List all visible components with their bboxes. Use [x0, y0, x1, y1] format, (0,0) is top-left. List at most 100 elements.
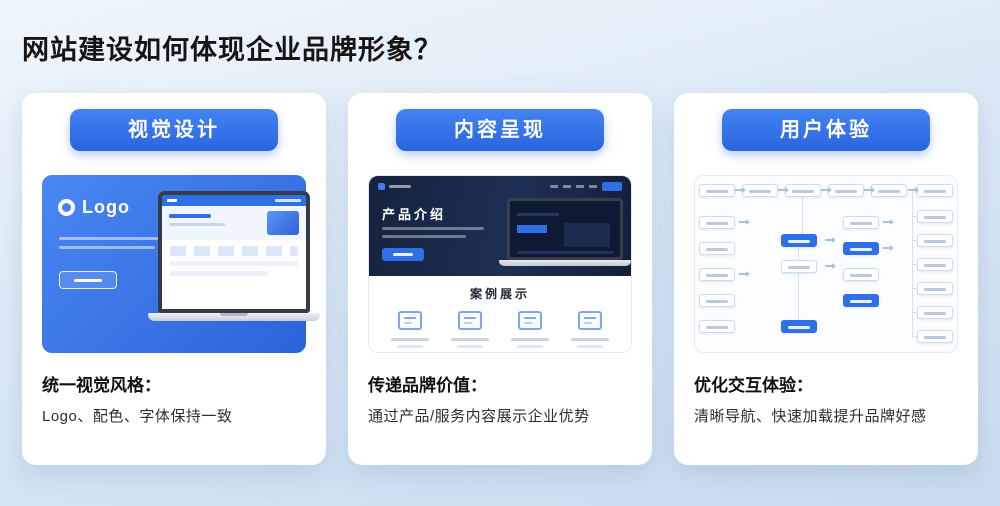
card-header-visual-design: 视觉设计 [70, 109, 278, 151]
brand-lockup: Logo [58, 197, 130, 218]
text-line [517, 345, 543, 348]
flow-node [828, 184, 864, 197]
text-line [451, 338, 489, 341]
mock-feature-icons [170, 246, 298, 256]
mock-logo-dot [378, 183, 385, 190]
flow-node-highlight [781, 320, 817, 333]
laptop-mockup [499, 198, 631, 266]
mock-navbar [369, 176, 631, 191]
text-line [391, 338, 429, 341]
text-line [169, 223, 225, 226]
case-document-icon [458, 311, 482, 330]
cases-section: 案例展示 [369, 276, 631, 348]
flow-connector [912, 288, 917, 289]
flow-node [917, 282, 953, 295]
laptop-mockup [148, 191, 320, 321]
flow-node [917, 210, 953, 223]
sitemap-flowchart [694, 175, 958, 353]
flow-node [843, 268, 879, 281]
text-line [382, 227, 484, 230]
text-line [577, 345, 603, 348]
mock-menu-links [550, 185, 598, 188]
laptop-base [499, 260, 631, 266]
case-document-icon [578, 311, 602, 330]
flow-node [785, 184, 821, 197]
flow-node [699, 268, 735, 281]
case-item [565, 311, 615, 348]
flow-connector [912, 336, 917, 337]
arrow-right-icon [739, 271, 750, 277]
case-document-icon [518, 311, 542, 330]
caption-title: 统一视觉风格： [42, 376, 161, 395]
card-header-content-presentation: 内容呈现 [396, 109, 604, 151]
arrow-right-icon [908, 187, 919, 193]
flow-node-highlight [781, 234, 817, 247]
caption-title: 传递品牌价值： [368, 376, 487, 395]
case-item [385, 311, 435, 348]
text-line [170, 271, 268, 276]
card-user-experience: 用户体验 [674, 93, 978, 465]
flow-node [699, 184, 735, 197]
text-line [389, 185, 411, 188]
flow-node [742, 184, 778, 197]
text-line [382, 235, 466, 238]
text-line [169, 214, 211, 218]
flow-connector [912, 264, 917, 265]
card-content-presentation: 内容呈现 产品介绍 案例展示 [348, 93, 652, 465]
mock-nav-button [602, 182, 622, 191]
arrow-right-icon [883, 245, 894, 251]
flow-node [699, 216, 735, 229]
card-visual-design: 视觉设计 Logo [22, 93, 326, 465]
flow-node [917, 306, 953, 319]
flow-node-highlight [843, 294, 879, 307]
flow-node [917, 184, 953, 197]
text-line [170, 261, 298, 266]
flow-connector [912, 216, 917, 217]
mock-dark-hero: 产品介绍 [369, 176, 631, 276]
flow-connector [802, 197, 803, 234]
flow-node [699, 294, 735, 307]
text-line [397, 345, 423, 348]
mock-hero [162, 206, 306, 240]
mock-cta-button [382, 248, 424, 261]
case-item [445, 311, 495, 348]
visual-design-preview: Logo [42, 175, 320, 353]
hero-title: 产品介绍 [382, 207, 447, 222]
text-line [457, 345, 483, 348]
flow-node [843, 216, 879, 229]
mock-illustration [267, 211, 299, 235]
card-caption: 优化交互体验： 清晰导航、快速加载提升品牌好感 [694, 371, 958, 426]
arrow-right-icon [778, 187, 789, 193]
text-line [59, 237, 177, 240]
page-title: 网站建设如何体现企业品牌形象？ [22, 35, 442, 65]
caption-text: 通过产品/服务内容展示企业优势 [368, 408, 590, 425]
flow-connector [912, 240, 917, 241]
content-preview: 产品介绍 案例展示 [368, 175, 632, 353]
arrow-right-icon [739, 219, 750, 225]
caption-text: Logo、配色、字体保持一致 [42, 408, 233, 425]
case-row [369, 302, 631, 348]
caption-title: 优化交互体验： [694, 376, 813, 395]
arrow-right-icon [825, 237, 836, 243]
card-header-user-experience: 用户体验 [722, 109, 930, 151]
flow-node [699, 242, 735, 255]
text-line [59, 246, 155, 249]
card-caption: 统一视觉风格： Logo、配色、字体保持一致 [42, 371, 306, 426]
text-line [571, 338, 609, 341]
flow-connector [798, 247, 799, 320]
arrow-right-icon [883, 219, 894, 225]
arrow-right-icon [864, 187, 875, 193]
flow-node [917, 330, 953, 343]
card-caption: 传递品牌价值： 通过产品/服务内容展示企业优势 [368, 371, 632, 426]
arrow-right-icon [735, 187, 746, 193]
flow-node [917, 258, 953, 271]
flow-node [917, 234, 953, 247]
flow-node [699, 320, 735, 333]
logo-icon [58, 199, 75, 216]
case-document-icon [398, 311, 422, 330]
mock-navbar [162, 195, 306, 206]
cases-title: 案例展示 [469, 287, 530, 301]
laptop-screen [158, 191, 310, 313]
caption-text: 清晰导航、快速加载提升品牌好感 [694, 408, 927, 425]
flow-connector [912, 312, 917, 313]
